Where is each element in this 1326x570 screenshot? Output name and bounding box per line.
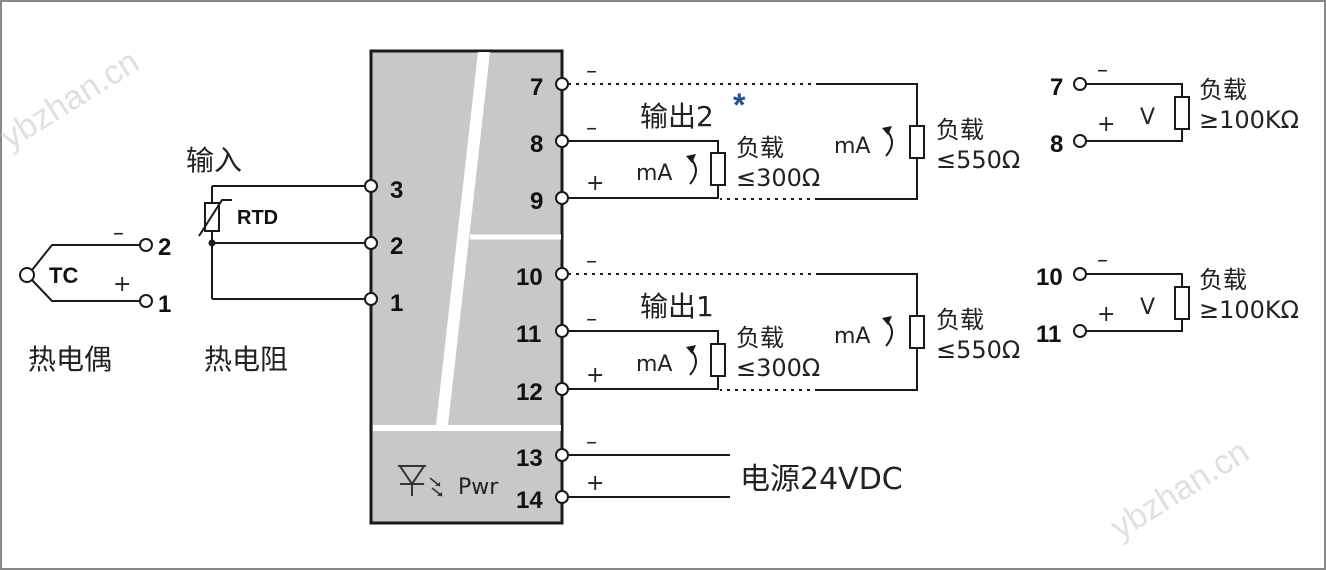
tc-terminal-1-label: 1 bbox=[158, 291, 171, 318]
v2-load-label: 负载 bbox=[1199, 76, 1247, 104]
pwr-label: Pwr bbox=[458, 475, 499, 500]
terminal-3 bbox=[364, 179, 378, 193]
input-label: 输入 bbox=[186, 144, 242, 177]
output-2-label: 输出2 bbox=[640, 100, 714, 133]
out2-load-label-a: 负载 bbox=[736, 134, 784, 162]
terminal-13-label: 13 bbox=[516, 445, 543, 472]
terminal-7-label: 7 bbox=[530, 74, 543, 101]
terminal-12-label: 12 bbox=[516, 379, 543, 406]
tc-terminal-2-label: 2 bbox=[158, 234, 171, 261]
load-100k-resistor-2 bbox=[1174, 96, 1190, 130]
out2-t9-plus: + bbox=[586, 171, 604, 196]
v2-v-label: V bbox=[1140, 105, 1155, 130]
output-1-wiring bbox=[555, 267, 925, 396]
rtd-label: RTD bbox=[237, 207, 278, 229]
terminal-2 bbox=[364, 236, 378, 250]
v2-minus: – bbox=[1097, 58, 1108, 83]
output-1-label: 输出1 bbox=[640, 290, 714, 323]
power-led-icon bbox=[398, 465, 443, 497]
v1-v-label: V bbox=[1140, 295, 1155, 320]
v-terminal-8-label: 8 bbox=[1050, 131, 1063, 158]
terminal-13 bbox=[555, 448, 569, 462]
tc-plus: + bbox=[113, 272, 131, 297]
out2-load-label-b: 负载 bbox=[936, 116, 984, 144]
out1-load-label-b: 负载 bbox=[936, 306, 984, 334]
terminal-12 bbox=[555, 382, 569, 396]
terminal-8-label: 8 bbox=[530, 131, 543, 158]
terminal-3-label: 3 bbox=[390, 177, 403, 204]
output-2-note-mark: * bbox=[733, 87, 746, 123]
terminal-9 bbox=[555, 191, 569, 205]
terminal-1 bbox=[364, 292, 378, 306]
power-minus: – bbox=[586, 430, 597, 455]
out2-ma-label-b: mA bbox=[834, 134, 870, 159]
module-body bbox=[369, 49, 564, 525]
load-100k-resistor-1 bbox=[1174, 286, 1190, 320]
out1-load-300: ≤300Ω bbox=[736, 354, 820, 382]
out1-t12-plus: + bbox=[586, 363, 604, 388]
voltage-output-2 bbox=[1073, 77, 1190, 148]
v2-plus: + bbox=[1097, 112, 1115, 137]
output-2-wiring bbox=[555, 77, 925, 205]
out2-load-550: ≤550Ω bbox=[936, 146, 1020, 174]
load-550-resistor-2 bbox=[909, 125, 925, 159]
terminal-14-label: 14 bbox=[516, 487, 543, 514]
out1-t10-minus: – bbox=[586, 249, 597, 274]
rtd-icon bbox=[198, 199, 232, 237]
out2-ma-label-a: mA bbox=[636, 161, 672, 186]
terminal-10 bbox=[555, 267, 569, 281]
v-terminal-7 bbox=[1073, 77, 1087, 91]
v1-load-label: 负载 bbox=[1199, 266, 1247, 294]
terminal-1-label: 1 bbox=[390, 290, 403, 317]
tc-minus: – bbox=[113, 221, 124, 246]
terminal-7 bbox=[555, 77, 569, 91]
out1-t11-minus: – bbox=[586, 307, 597, 332]
v1-minus: – bbox=[1097, 248, 1108, 273]
voltage-output-1 bbox=[1073, 267, 1190, 338]
module-terminal-numbers: 3 2 1 7 8 9 10 11 12 13 14 bbox=[390, 74, 543, 514]
module-groove-1 bbox=[436, 52, 490, 425]
v-terminal-11 bbox=[1073, 324, 1087, 338]
transmitter-module: Pwr bbox=[369, 49, 564, 525]
out2-t7-minus: – bbox=[586, 59, 597, 84]
out1-load-550: ≤550Ω bbox=[936, 336, 1020, 364]
rtd-wiring bbox=[208, 179, 378, 306]
v-terminal-8 bbox=[1073, 134, 1087, 148]
v-terminal-11-label: 11 bbox=[1036, 321, 1061, 348]
tc-caption: 热电偶 bbox=[28, 343, 112, 376]
terminal-11-label: 11 bbox=[516, 321, 541, 348]
v2-load-100k: ≥100KΩ bbox=[1199, 106, 1299, 134]
v-terminal-10 bbox=[1073, 267, 1087, 281]
out2-load-300: ≤300Ω bbox=[736, 164, 820, 192]
load-300-resistor-1 bbox=[710, 343, 726, 377]
power-label: 电源24VDC bbox=[740, 462, 903, 497]
out1-load-label-a: 负载 bbox=[736, 324, 784, 352]
terminal-11 bbox=[555, 324, 569, 338]
power-wiring bbox=[555, 448, 730, 504]
tc-label: TC bbox=[49, 263, 78, 288]
thermocouple-icon bbox=[19, 238, 153, 308]
rtd-caption: 热电阻 bbox=[204, 343, 288, 376]
power-plus: + bbox=[586, 471, 604, 496]
out1-ma-label-b: mA bbox=[834, 324, 870, 349]
v1-plus: + bbox=[1097, 302, 1115, 327]
v-terminal-10-label: 10 bbox=[1036, 264, 1063, 291]
terminal-2-label: 2 bbox=[390, 233, 403, 260]
out2-t8-minus: – bbox=[586, 116, 597, 141]
out1-ma-label-a: mA bbox=[636, 352, 672, 377]
v-terminal-7-label: 7 bbox=[1050, 74, 1063, 101]
terminal-8 bbox=[555, 134, 569, 148]
terminal-14 bbox=[555, 490, 569, 504]
terminal-10-label: 10 bbox=[516, 264, 543, 291]
v1-load-100k: ≥100KΩ bbox=[1199, 296, 1299, 324]
load-550-resistor-1 bbox=[909, 315, 925, 349]
terminal-9-label: 9 bbox=[530, 188, 543, 215]
load-300-resistor-2 bbox=[710, 152, 726, 186]
